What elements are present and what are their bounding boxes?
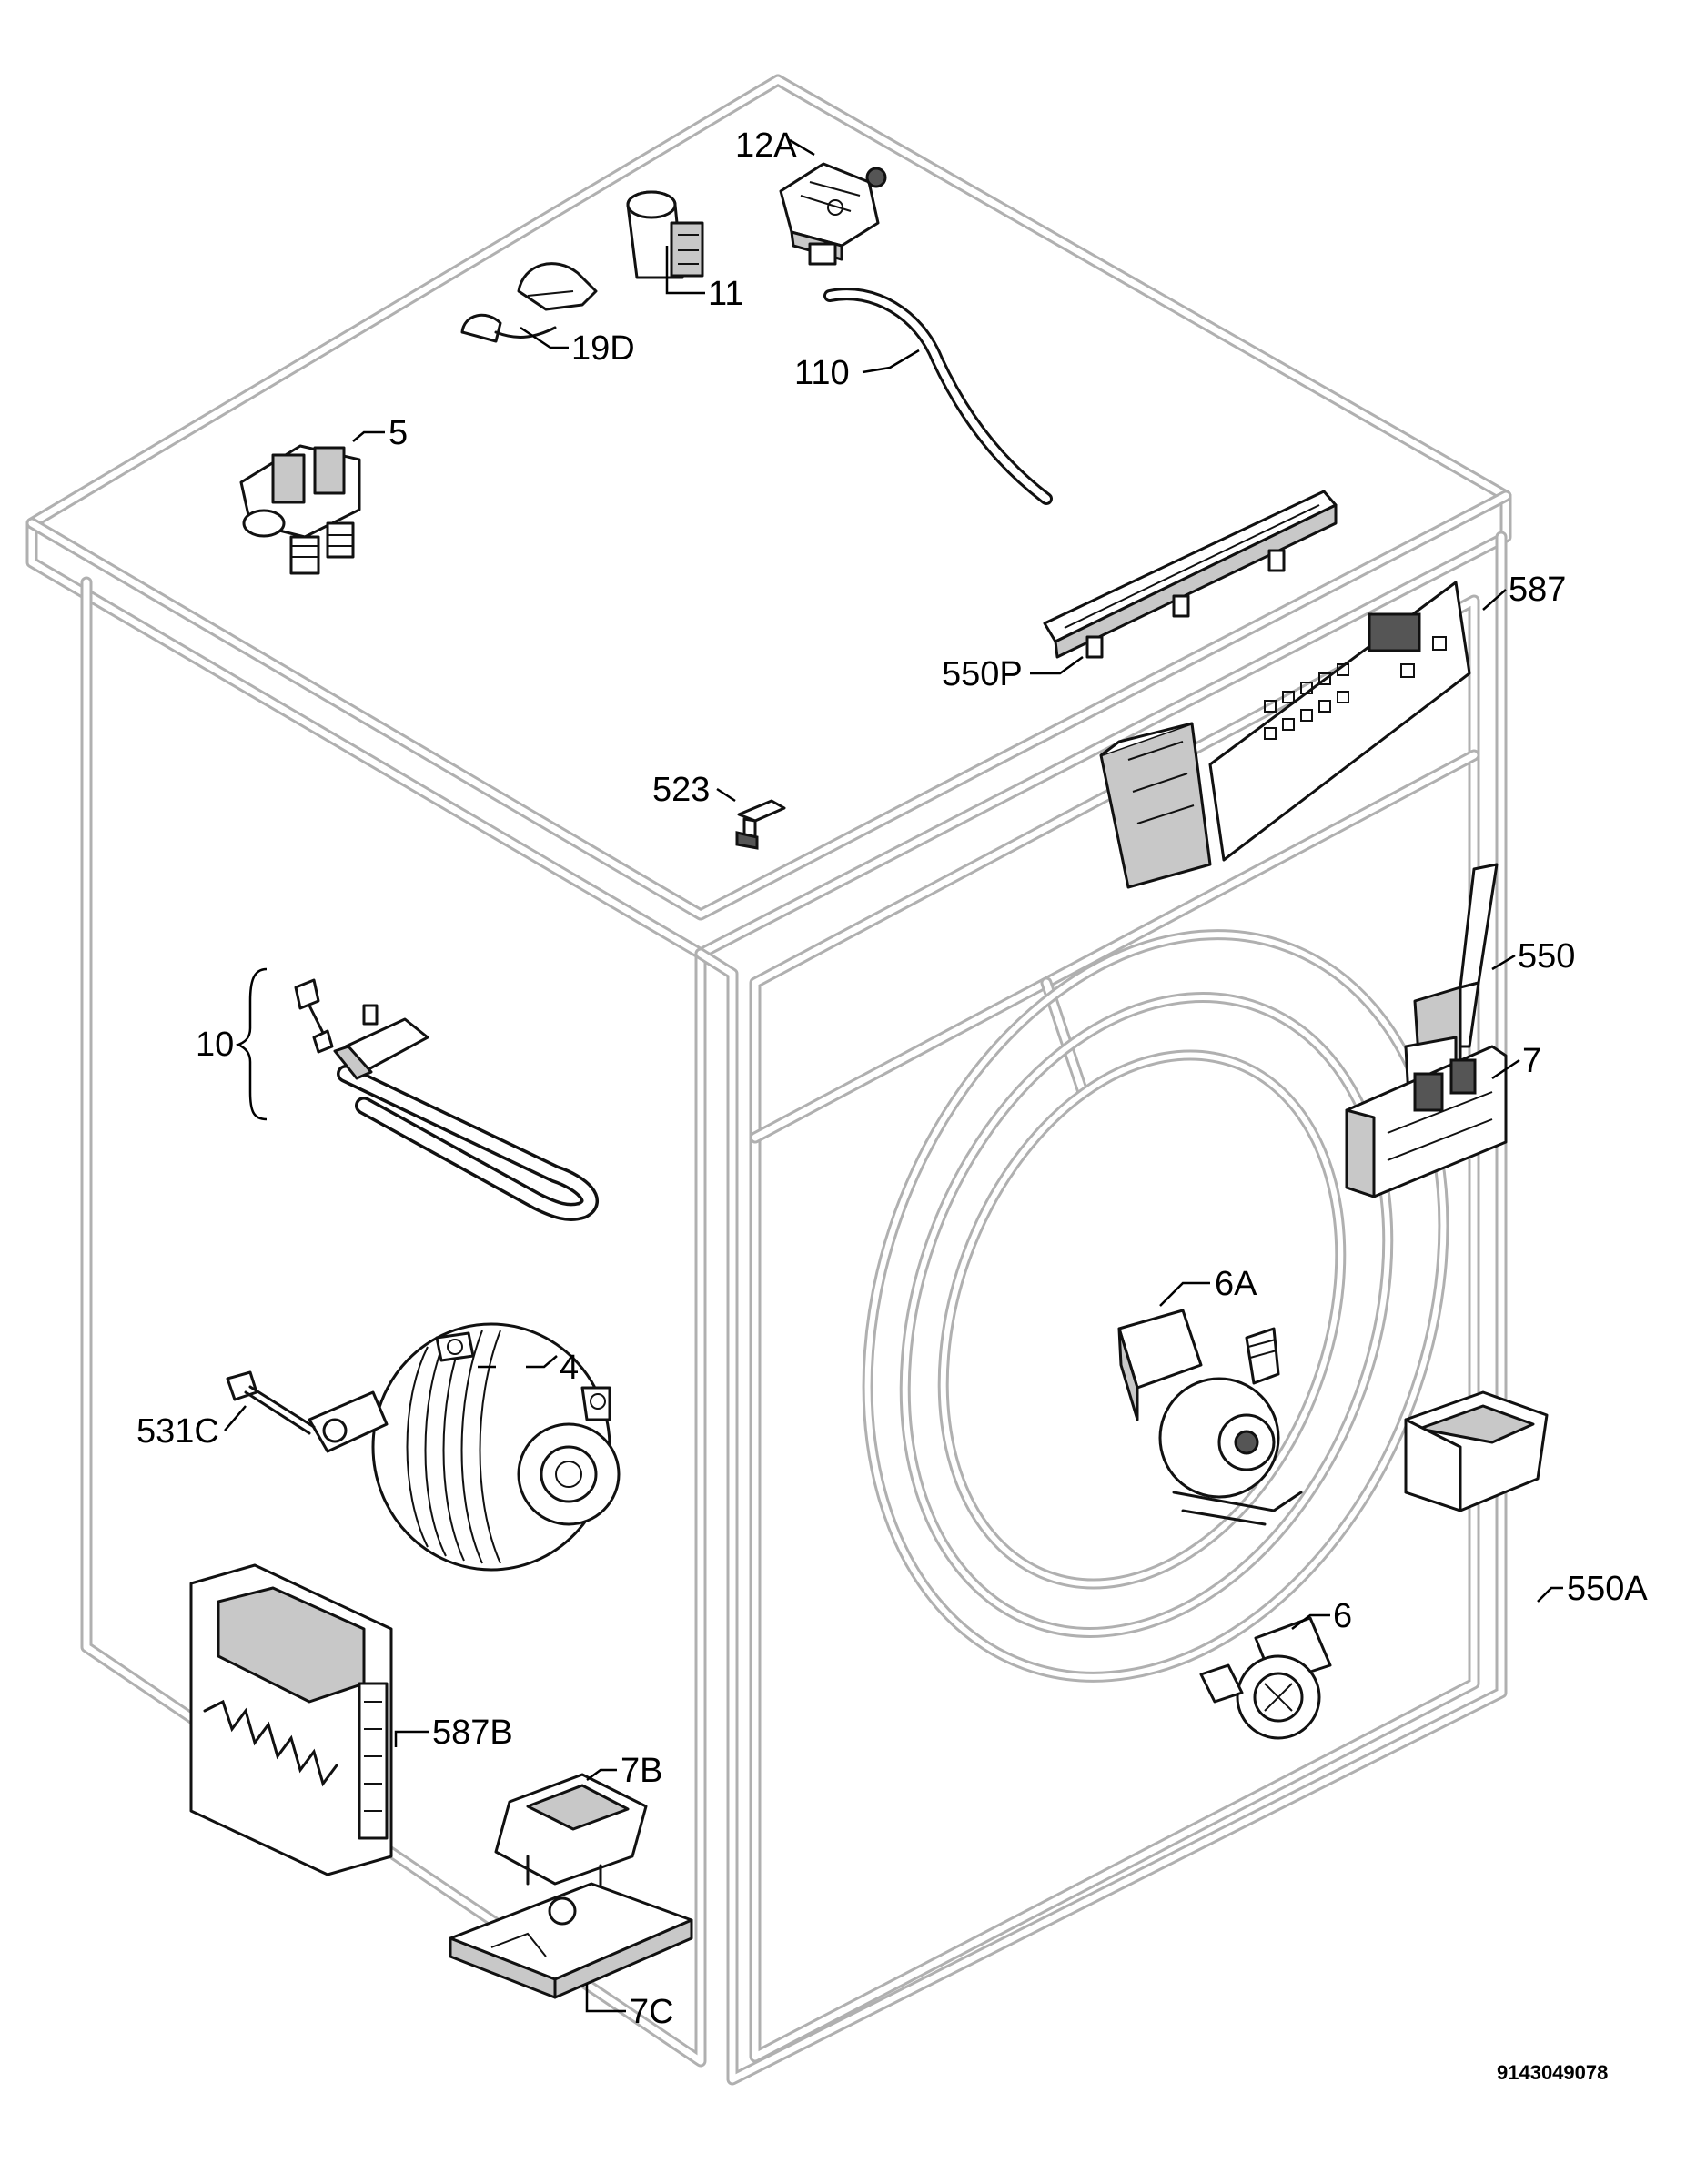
actuator-7b — [494, 1773, 648, 1895]
label-19d: 19D — [571, 329, 635, 368]
motor-4 — [226, 1322, 621, 1572]
label-587b: 587B — [432, 1714, 513, 1752]
label-6: 6 — [1333, 1597, 1352, 1635]
filter-19d — [460, 262, 598, 343]
label-523: 523 — [652, 771, 710, 809]
module-587b — [189, 1563, 393, 1876]
part-labels: 12A 11 19D 110 5 587 550P 523 550 10 7 6… — [136, 126, 1648, 2084]
pressure-switch-12a — [779, 162, 887, 266]
label-12a: 12A — [735, 126, 797, 165]
label-6a: 6A — [1215, 1265, 1257, 1303]
label-550: 550 — [1518, 937, 1575, 976]
label-11: 11 — [708, 275, 743, 313]
label-4: 4 — [560, 1349, 579, 1387]
door-lock-7 — [1345, 1045, 1508, 1198]
label-550p: 550P — [942, 655, 1023, 693]
label-550a: 550A — [1567, 1570, 1648, 1608]
drain-pump-6a — [1117, 1309, 1303, 1526]
diagram-reference-number: 9143049078 — [1497, 2061, 1608, 2084]
heating-element-10 — [294, 978, 599, 1221]
label-110: 110 — [794, 354, 850, 392]
leader-lines — [224, 138, 1563, 2013]
inlet-valve-5 — [239, 444, 361, 575]
cover-550a — [1404, 1390, 1549, 1512]
panel-cover-550p — [1043, 490, 1338, 659]
capacitor-11 — [626, 190, 704, 279]
label-587: 587 — [1509, 571, 1566, 609]
label-5: 5 — [389, 414, 408, 452]
label-7b: 7B — [621, 1752, 662, 1790]
clip-523 — [735, 799, 786, 850]
drain-pump-6 — [1199, 1616, 1332, 1740]
hose-110 — [823, 288, 1053, 505]
label-10: 10 — [196, 1026, 234, 1064]
label-7c: 7C — [630, 1993, 674, 2031]
electronic-board-587 — [1099, 581, 1471, 889]
cabinet-outline — [25, 74, 1512, 2086]
label-7: 7 — [1522, 1042, 1541, 1080]
base-plate-7c — [449, 1882, 693, 1999]
label-531c: 531C — [136, 1412, 219, 1451]
